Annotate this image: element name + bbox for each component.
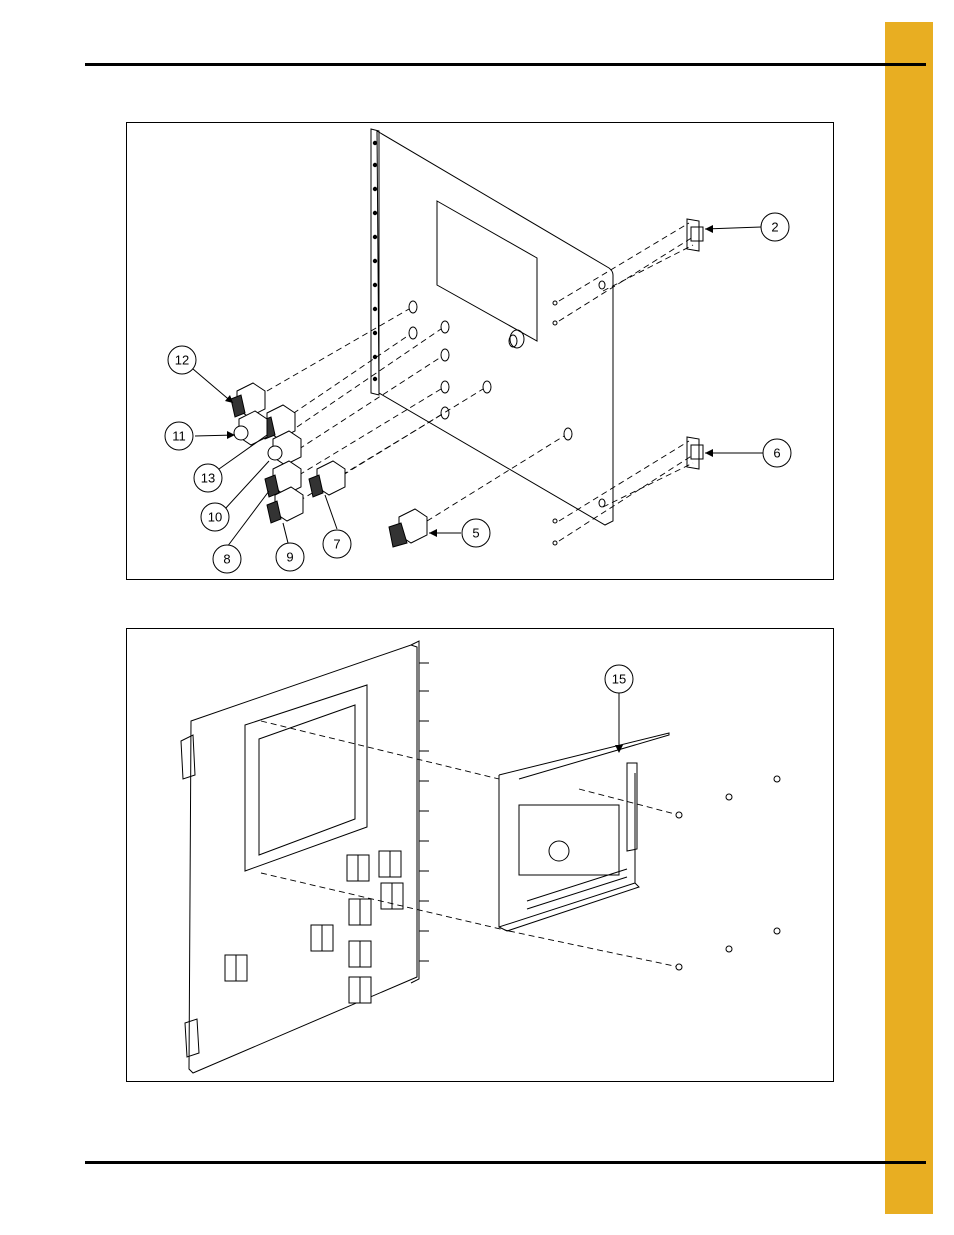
operator-7 [309,461,345,497]
callout-12: 12 [168,346,196,374]
exploded-view-front-panel: 2 5 6 7 8 9 10 11 12 13 [126,122,834,580]
rear-door-flange [411,641,419,983]
svg-text:10: 10 [208,510,222,525]
svg-text:11: 11 [172,429,186,444]
window-frame [245,685,367,871]
switch-block-6 [349,941,371,967]
callout-9: 9 [276,543,304,571]
callouts-figure-2: 15 [605,665,633,693]
exploded-view-rear-panel: 15 [126,628,834,1082]
flange-rivets [373,141,377,381]
svg-text:8: 8 [223,552,230,567]
svg-text:9: 9 [286,550,293,565]
flange-studs [419,663,429,961]
nuts [676,776,780,970]
switch-block-4 [349,899,371,925]
hinge-bracket-bottom [687,437,699,469]
callout-13: 13 [194,464,222,492]
door-panel [377,131,613,525]
callout-6: 6 [763,439,791,467]
svg-text:7: 7 [333,537,340,552]
screws [553,301,557,545]
header-rule [85,63,926,66]
subplate-top-edge [499,733,669,779]
svg-text:15: 15 [612,672,626,687]
display-window [437,201,537,341]
operator-11 [234,411,267,445]
panel-holes [409,281,605,507]
relay [549,841,569,861]
callout-11: 11 [165,422,193,450]
operator-5 [389,509,427,547]
svg-text:12: 12 [175,353,189,368]
hinge-left-top [181,735,195,779]
knob [509,330,524,348]
switch-block-5 [311,925,333,951]
svg-text:6: 6 [773,446,780,461]
rear-panel-drawing: 15 [127,629,833,1081]
svg-text:13: 13 [201,471,215,486]
window-glass [259,705,355,855]
switch-blocks [225,851,403,1003]
front-panel-drawing: 2 5 6 7 8 9 10 11 12 13 [127,123,833,579]
footer-rule [85,1161,926,1164]
callout-2: 2 [761,213,789,241]
switch-operators [231,383,427,547]
hinge-left-bottom [185,1019,199,1057]
callout-7: 7 [323,530,351,558]
callout-5: 5 [462,519,490,547]
switch-block-7 [225,955,247,981]
callout-10: 10 [201,503,229,531]
circuit-board [519,805,619,875]
section-tab [885,22,933,1214]
switch-block-1 [347,855,369,881]
svg-text:2: 2 [771,220,778,235]
hinge-bracket-top [687,219,699,251]
switch-block-2 [379,851,401,877]
operator-12 [231,383,265,417]
callout-8: 8 [213,545,241,573]
callout-15: 15 [605,665,633,693]
switch-block-8 [349,977,371,1003]
svg-text:5: 5 [472,526,479,541]
